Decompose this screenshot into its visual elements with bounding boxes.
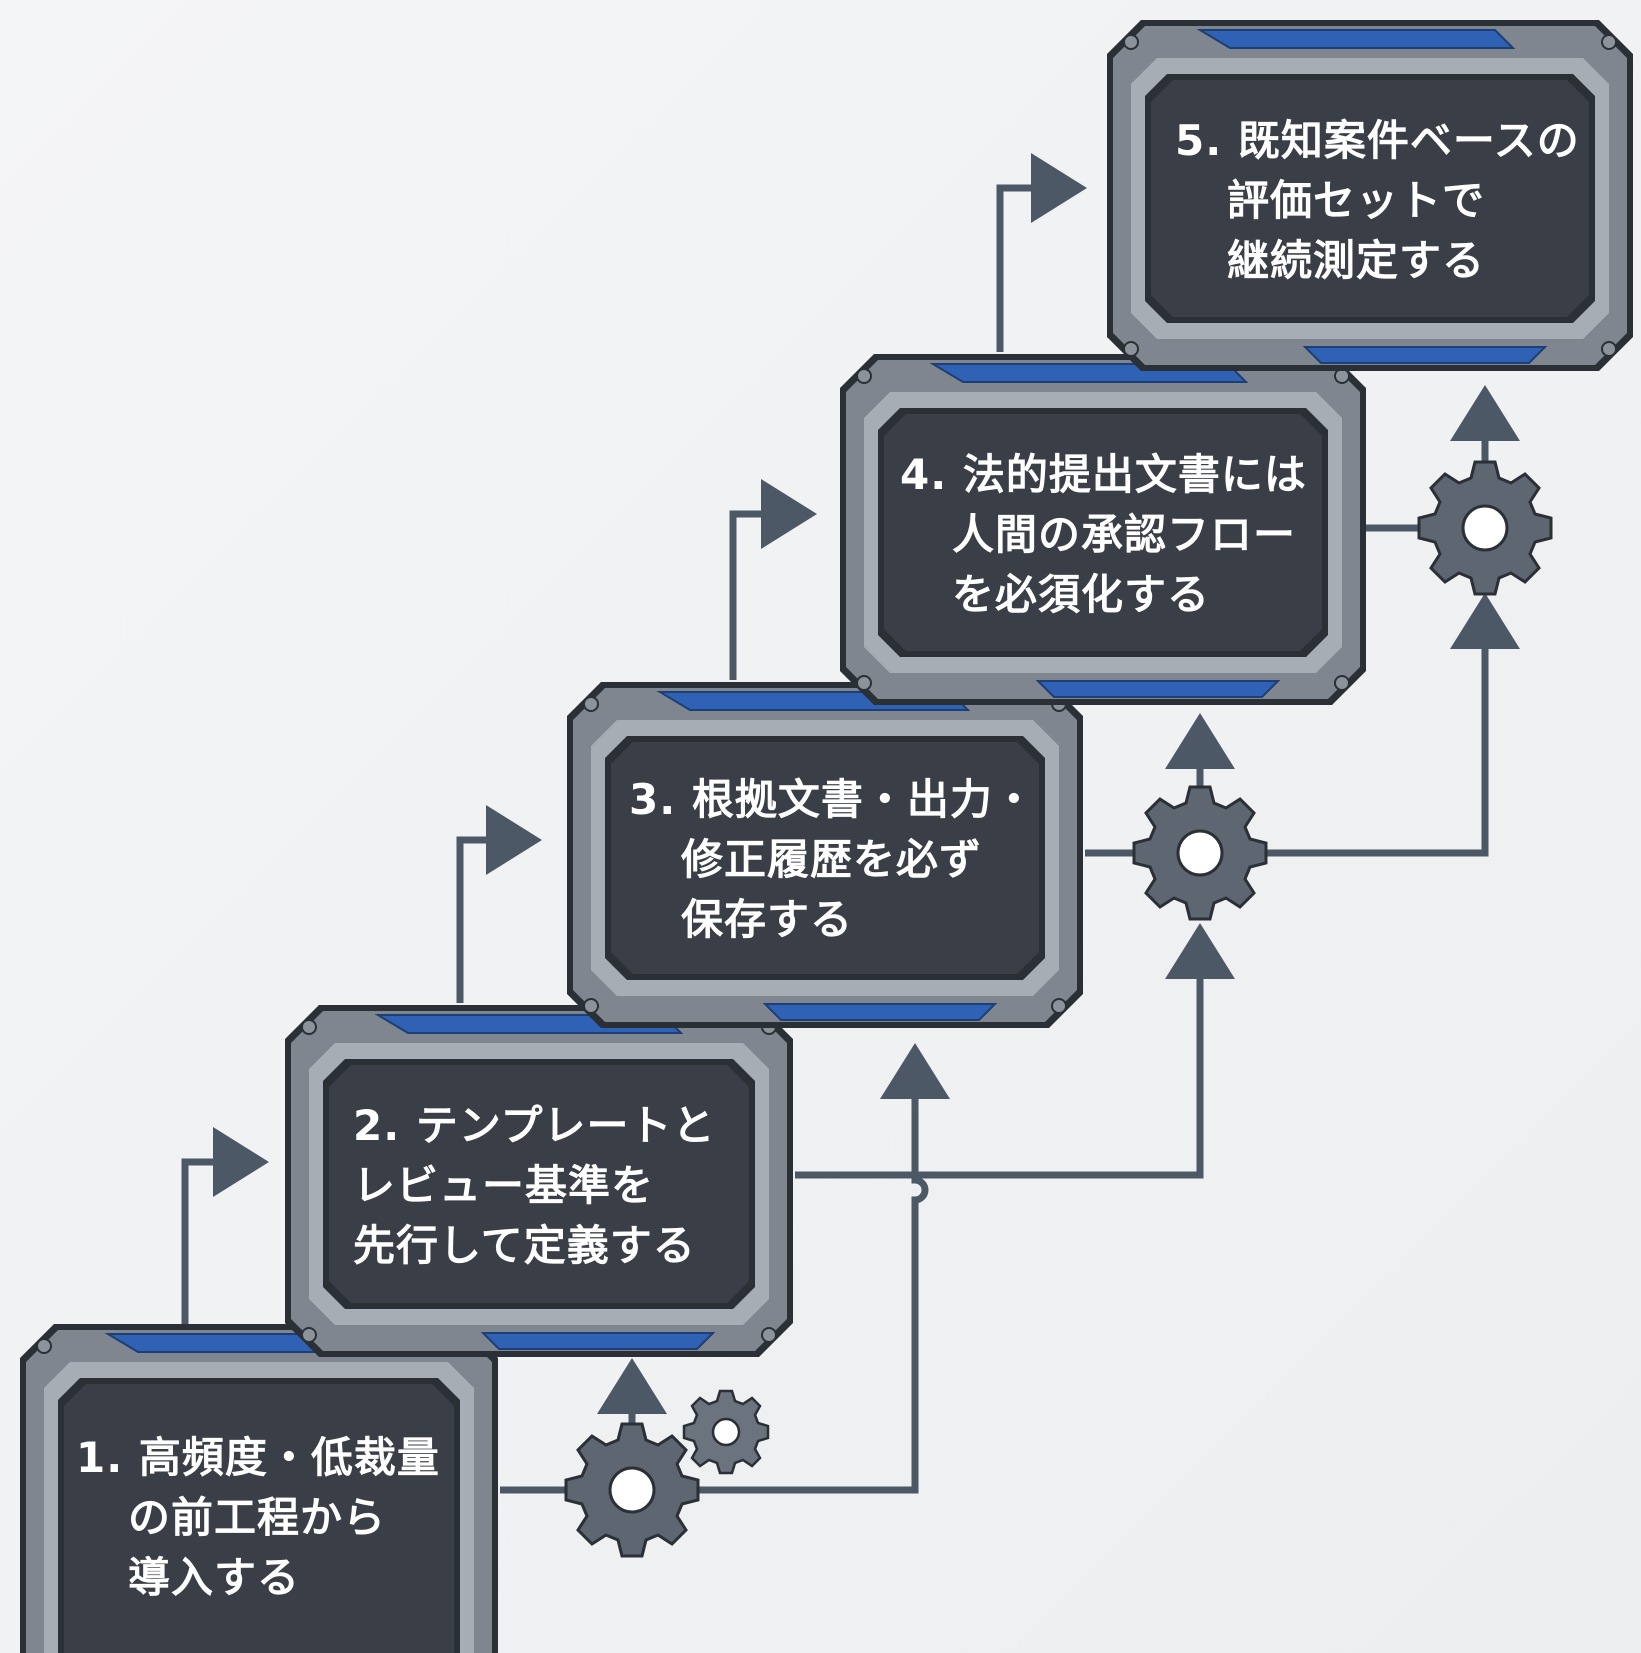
step-line: 評価セットで: [1175, 171, 1605, 231]
step-line-text: レビュー基準を: [353, 1161, 655, 1210]
small-gear-icon: [682, 1389, 770, 1475]
panel-frame: [840, 354, 1366, 705]
arrow-3-to-4: [729, 479, 817, 680]
step-number: 2.: [353, 1101, 401, 1150]
step-line: 導入する: [76, 1548, 470, 1608]
wire-gear2-to-gear3: [1262, 593, 1520, 857]
step-line: 先行して定義する: [353, 1216, 765, 1276]
step-line-text: 人間の承認フロー: [952, 509, 1297, 559]
gear-icon: [1417, 460, 1553, 596]
step-panel-1: 1. 高頻度・低裁量 の前工程から 導入する: [18, 1322, 500, 1653]
step-line: 人間の承認フロー: [900, 505, 1338, 565]
wire-panel2-to-gear2: [795, 923, 1235, 1179]
step-panel-4: 4. 法的提出文書には 人間の承認フロー を必須化する: [838, 352, 1368, 707]
panel-frame: [567, 682, 1083, 1028]
step-line-text: を必須化する: [952, 569, 1211, 619]
panel-frame: [1107, 20, 1633, 371]
gear-icon: [564, 1422, 700, 1558]
step-line: 5. 既知案件ベースの: [1175, 111, 1605, 171]
step-number: 5.: [1175, 115, 1223, 165]
step-text: 4. 法的提出文書には 人間の承認フロー を必須化する: [900, 422, 1338, 647]
step-line-text: 法的提出文書には: [962, 449, 1307, 499]
step-panel-5: 5. 既知案件ベースの 評価セットで 継続測定する: [1105, 18, 1635, 373]
step-panel-3: 3. 根拠文書・出力・ 修正履歴を必ず 保存する: [565, 680, 1085, 1030]
step-line: 継続測定する: [1175, 231, 1605, 291]
step-text: 3. 根拠文書・出力・ 修正履歴を必ず 保存する: [629, 750, 1055, 970]
step-line: レビュー基準を: [353, 1156, 765, 1216]
step-line-text: 導入する: [128, 1552, 301, 1602]
step-line-text: 既知案件ベースの: [1237, 115, 1580, 165]
wire-gear1-to-panel3: [690, 1043, 950, 1494]
step-line-text: 評価セットで: [1227, 175, 1486, 225]
step-line: 4. 法的提出文書には: [900, 445, 1338, 505]
step-text: 5. 既知案件ベースの 評価セットで 継続測定する: [1175, 88, 1605, 313]
step-line-text: テンプレートと: [415, 1101, 716, 1150]
step-panel-2: 2. テンプレートと レビュー基準を 先行して定義する: [283, 1003, 795, 1359]
step-line: 修正履歴を必ず: [629, 830, 1055, 890]
step-line-text: 根拠文書・出力・: [691, 775, 1036, 824]
step-line: 1. 高頻度・低裁量: [76, 1428, 470, 1488]
step-text: 1. 高頻度・低裁量 の前工程から 導入する: [76, 1392, 470, 1643]
step-line-text: 修正履歴を必ず: [681, 835, 983, 884]
step-number: 3.: [629, 775, 677, 824]
gear-icon: [1132, 785, 1268, 921]
step-line-text: 高頻度・低裁量: [138, 1432, 440, 1482]
step-line: を必須化する: [900, 565, 1338, 625]
step-line: 2. テンプレートと: [353, 1096, 765, 1156]
panel-frame: [20, 1324, 498, 1653]
step-line: 3. 根拠文書・出力・: [629, 770, 1055, 830]
arrow-2-to-3: [456, 805, 542, 1003]
step-number: 1.: [76, 1432, 124, 1482]
step-line-text: 保存する: [681, 895, 854, 944]
arrow-1-to-2: [181, 1127, 269, 1325]
panel-frame: [285, 1005, 793, 1357]
step-line-text: 継続測定する: [1227, 235, 1486, 285]
arrow-4-to-5: [996, 153, 1087, 352]
step-number: 4.: [900, 449, 948, 499]
step-line: 保存する: [629, 890, 1055, 950]
step-text: 2. テンプレートと レビュー基準を 先行して定義する: [353, 1073, 765, 1299]
step-line-text: 先行して定義する: [353, 1221, 696, 1270]
step-line-text: の前工程から: [128, 1492, 387, 1542]
step-line: の前工程から: [76, 1488, 470, 1548]
